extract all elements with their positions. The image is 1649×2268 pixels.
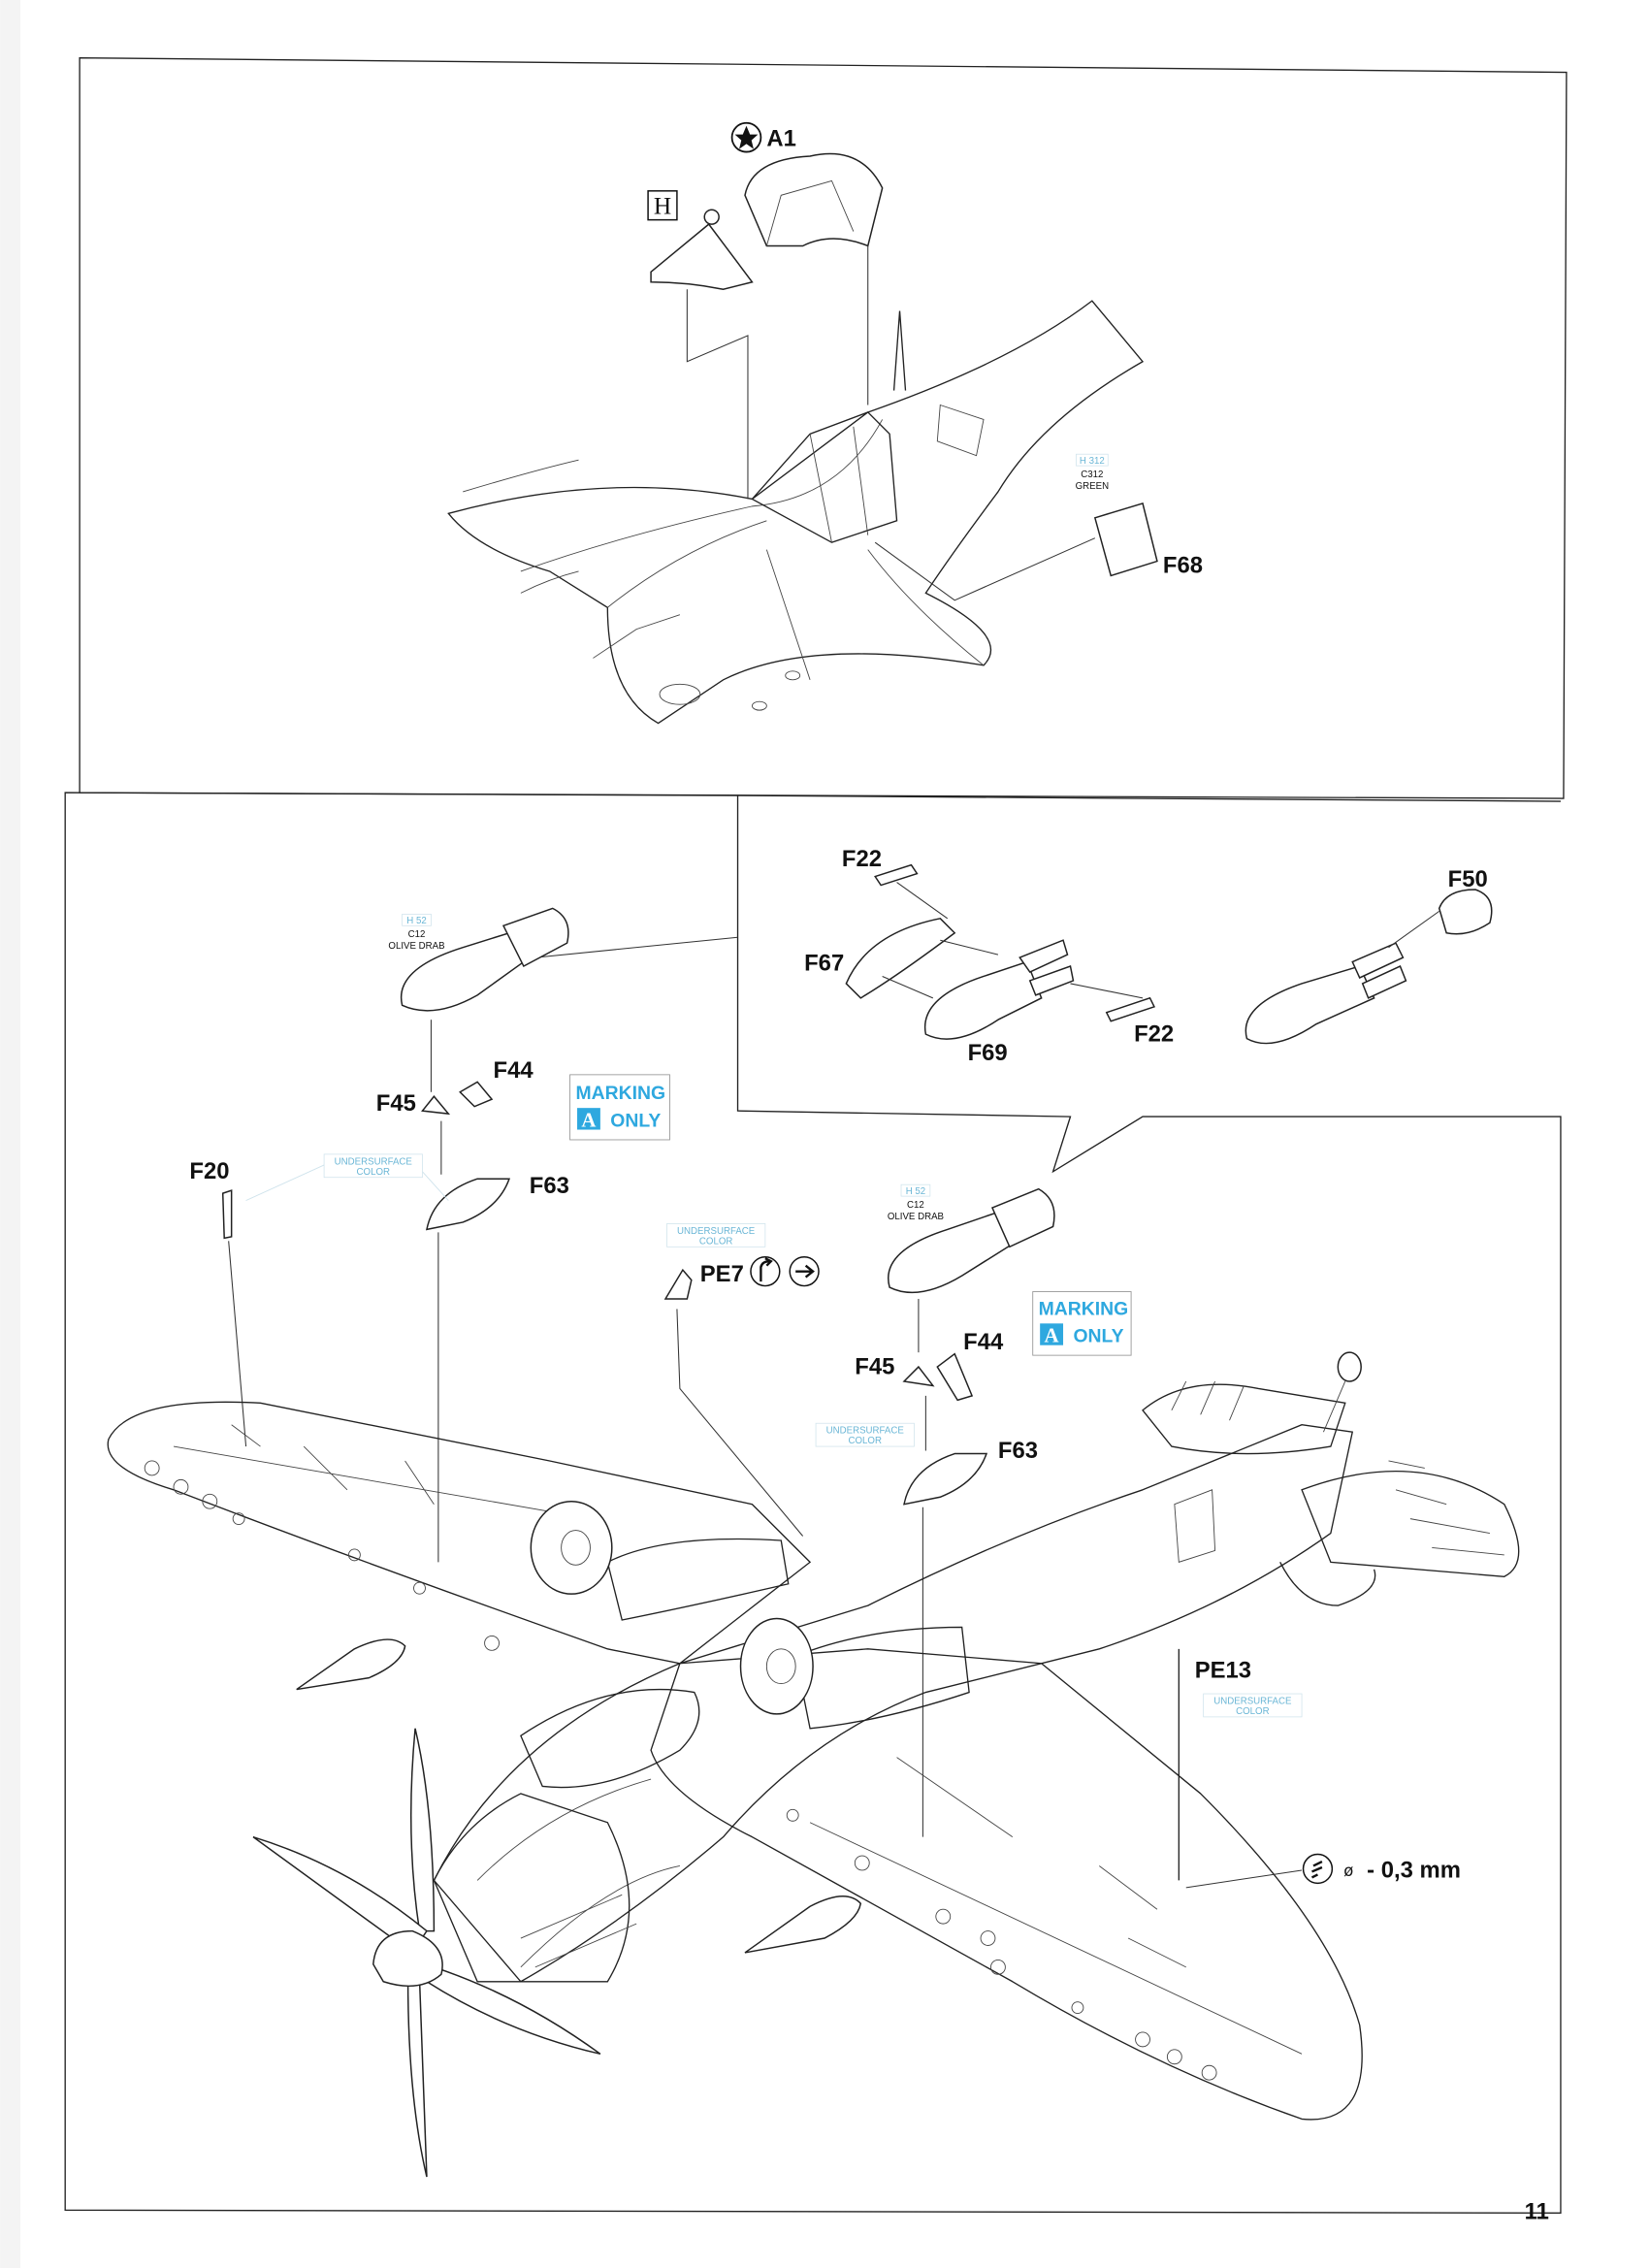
top-panel-frame bbox=[79, 56, 1568, 799]
drill-hole-callout: ø - 0,3 mm bbox=[1185, 1853, 1461, 1889]
marking-text: MARKING bbox=[576, 1083, 666, 1104]
label-f44-right: F44 bbox=[963, 1329, 1004, 1355]
callout-h: H bbox=[647, 190, 678, 221]
part-f22-top bbox=[874, 863, 919, 887]
diameter-symbol: ø bbox=[1343, 1862, 1353, 1880]
callout-a1: A1 bbox=[730, 121, 796, 153]
undersurface-callout-right: UNDERSURFACE COLOR bbox=[815, 1422, 915, 1447]
label-f20: F20 bbox=[189, 1158, 229, 1184]
aircraft-underside-drawing bbox=[107, 1351, 1520, 2178]
color-callout-green: H 312 C312 GREEN bbox=[1076, 453, 1109, 492]
inset-bomb-assembly: F22 F50 F67 F69 F22 bbox=[804, 846, 1493, 1066]
part-f22-bottom bbox=[1105, 996, 1156, 1022]
label-f22-top: F22 bbox=[842, 846, 882, 872]
color-callout-olive-drab-left: H 52 C12 OLIVE DRAB bbox=[388, 913, 445, 952]
label-pe7: PE7 bbox=[700, 1261, 744, 1287]
spinner bbox=[372, 1929, 443, 1987]
right-bomb-group: H 52 C12 OLIVE DRAB F44 F45 F63 UNDERSUR… bbox=[815, 1183, 1132, 1837]
drill-size: - 0,3 mm bbox=[1367, 1857, 1461, 1883]
undersurface-line1: UNDERSURFACE bbox=[826, 1426, 905, 1437]
star-icon bbox=[734, 125, 759, 149]
label-f45-left: F45 bbox=[376, 1090, 416, 1117]
bottom-panel-frame bbox=[64, 792, 1562, 2215]
c-code: C12 bbox=[907, 1200, 924, 1211]
color-callout-olive-drab-right: H 52 C12 OLIVE DRAB bbox=[888, 1183, 944, 1222]
undersurface-line2: COLOR bbox=[849, 1436, 882, 1446]
fuselage-cockpit-drawing bbox=[447, 300, 1145, 725]
c-code: C12 bbox=[408, 929, 426, 940]
label-f63-right: F63 bbox=[998, 1438, 1038, 1464]
h-code: H 52 bbox=[406, 916, 426, 926]
color-name: OLIVE DRAB bbox=[388, 941, 444, 952]
h-code: H 52 bbox=[906, 1186, 925, 1197]
label-f69: F69 bbox=[968, 1040, 1008, 1066]
scan-edge bbox=[0, 0, 20, 2268]
part-A1-canopy bbox=[744, 152, 884, 405]
part-pe13-group: PE13 UNDERSURFACE COLOR bbox=[1178, 1648, 1303, 1881]
right-f63 bbox=[903, 1452, 988, 1506]
label-pe13: PE13 bbox=[1195, 1658, 1251, 1684]
part-f20-group: F20 bbox=[189, 1158, 247, 1447]
part-F68 bbox=[874, 502, 1158, 601]
part-f50 bbox=[1438, 889, 1493, 935]
marking-only-text: ONLY bbox=[610, 1111, 661, 1132]
label-f67: F67 bbox=[804, 951, 844, 977]
c-code: C312 bbox=[1081, 470, 1103, 480]
fold-up-icon bbox=[750, 1255, 781, 1287]
h-code: H 312 bbox=[1080, 456, 1105, 467]
undersurface-line2: COLOR bbox=[1236, 1706, 1269, 1717]
undersurface-line1: UNDERSURFACE bbox=[677, 1226, 756, 1237]
color-name: GREEN bbox=[1076, 481, 1109, 492]
undersurface-line2: COLOR bbox=[699, 1236, 732, 1247]
part-pe7-group: PE7 UNDERSURFACE COLOR bbox=[663, 1223, 820, 1537]
propeller-blade bbox=[409, 1728, 436, 1932]
color-name: OLIVE DRAB bbox=[888, 1212, 944, 1222]
part-f69 bbox=[923, 960, 1043, 1040]
undersurface-line2: COLOR bbox=[357, 1167, 390, 1178]
label-h: H bbox=[654, 193, 671, 220]
marking-only-text: ONLY bbox=[1073, 1326, 1123, 1347]
marking-a-only-right: MARKING A ONLY bbox=[1032, 1291, 1132, 1356]
marking-badge: A bbox=[581, 1109, 596, 1132]
marking-badge: A bbox=[1045, 1324, 1059, 1347]
undersurface-line1: UNDERSURFACE bbox=[335, 1156, 413, 1167]
label-f68: F68 bbox=[1163, 552, 1203, 578]
page-number: 11 bbox=[1525, 2198, 1549, 2224]
left-bomb-group: H 52 C12 OLIVE DRAB F44 F45 F63 UNDERSUR… bbox=[245, 907, 738, 1563]
label-f50: F50 bbox=[1448, 866, 1488, 892]
label-a1: A1 bbox=[766, 126, 795, 152]
undersurface-callout-pe7: UNDERSURFACE COLOR bbox=[666, 1223, 766, 1247]
left-f63 bbox=[426, 1178, 510, 1231]
label-f22-bottom: F22 bbox=[1134, 1021, 1174, 1048]
label-f45-right: F45 bbox=[855, 1354, 894, 1380]
label-f63-left: F63 bbox=[530, 1173, 569, 1199]
marking-text: MARKING bbox=[1039, 1298, 1129, 1319]
part-H-windscreen bbox=[650, 209, 754, 500]
undersurface-callout-pe13: UNDERSURFACE COLOR bbox=[1203, 1693, 1303, 1718]
undersurface-callout-left: UNDERSURFACE COLOR bbox=[245, 1153, 449, 1201]
part-f67 bbox=[845, 918, 956, 999]
label-f44-left: F44 bbox=[494, 1057, 534, 1084]
right-bomb bbox=[888, 1211, 1014, 1294]
undersurface-line1: UNDERSURFACE bbox=[1213, 1696, 1292, 1706]
marking-a-only-left: MARKING A ONLY bbox=[569, 1074, 670, 1141]
